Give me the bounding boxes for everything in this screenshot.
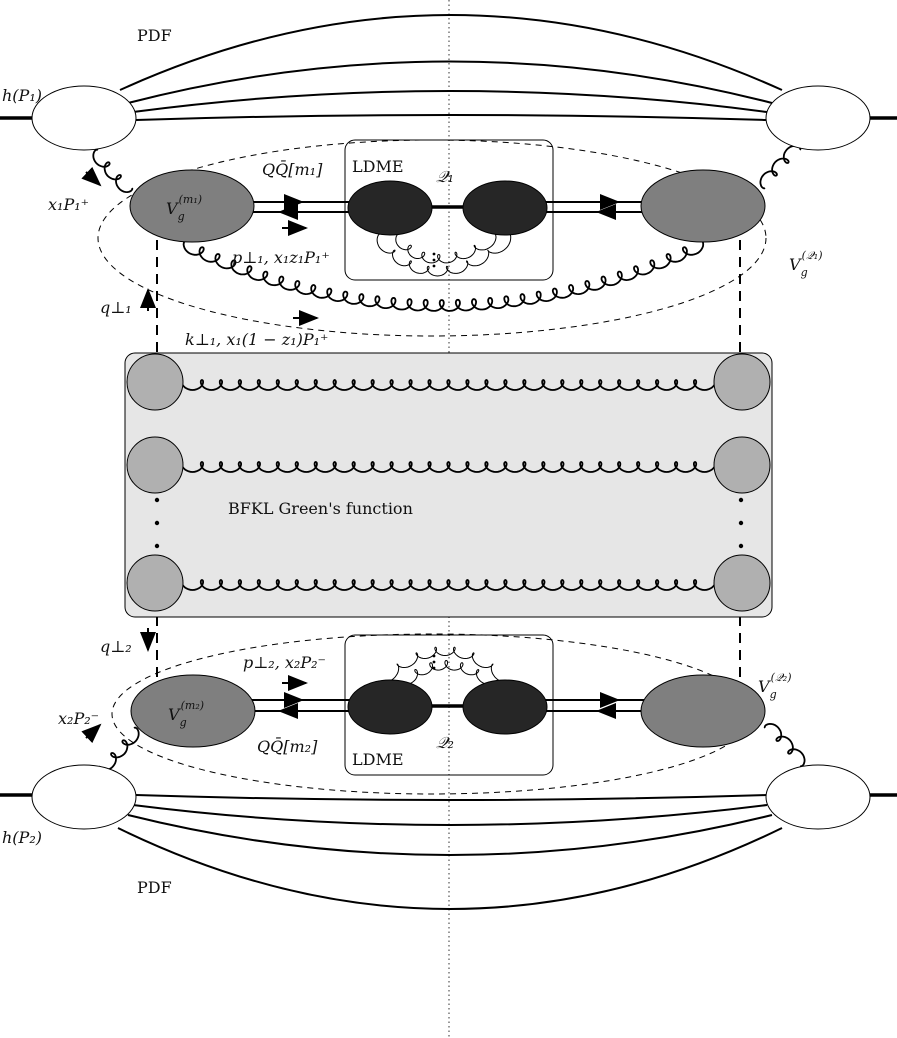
vertex-blob-bottom-right [640,674,766,748]
ldme-box-bottom [344,634,554,776]
momentum-arrows [81,166,620,744]
pdf-label-top: PDF [137,26,172,45]
t-channel-lines [156,240,741,678]
bfkl-node-1 [126,353,184,411]
bfkl-rung-gluon-3 [180,579,717,591]
vertex-blob-bottom-left [130,674,256,748]
q-perp-label-bottom: q⊥₂ [100,637,132,656]
vertex-label-left-top: Vg(m₁) [166,193,202,223]
vertex-label-left-bottom: Vg(m₂) [168,699,204,729]
quark-lines [250,201,645,712]
vertex-blob-top-right [640,169,766,243]
momentum-label-k-top: k⊥₁, x₁(1 − z₁)P₁⁺ [185,330,328,349]
bfkl-rung-gluon-1 [180,379,717,391]
bfkl-nodes [126,353,771,612]
soft-gluon-bottom-1 [399,659,496,685]
qqbar-state-bottom: QQ̄[m₂] [257,735,318,756]
gluon-momentum-top: x₁P₁⁺ [48,195,89,214]
vertex-label-right-bottom: Vg(𝒬₂) [758,671,792,701]
ldme-blob-bottom-right [462,679,548,735]
bfkl-node-6 [713,554,771,612]
soft-gluon-top-1 [395,233,497,264]
hadron-blob-top-right [765,85,871,151]
incoming-gluon-bottom-left [98,726,140,772]
vertex-label-right-top: Vg(𝒬₁) [789,249,823,279]
bfkl-label: BFKL Green's function [228,499,413,518]
ldme-blob-top-right [462,180,548,236]
gluon-lines [92,144,806,772]
bfkl-green-function-box [124,352,773,618]
incoming-gluon-top-left [92,148,134,194]
incoming-gluon-top-right [759,144,802,190]
bfkl-node-2 [126,436,184,494]
pdf-top-lines [119,14,783,121]
soft-gluon-top-2 [376,233,512,277]
bfkl-node-5 [713,436,771,494]
hadron-label-bottom: h(P₂) [2,828,42,847]
quarkonium-label-bottom: 𝒬₂ [436,733,454,752]
q-perp-label-top: q⊥₁ [100,298,132,317]
soft-gluon-bottom-2 [377,646,513,684]
hadron-blob-bottom-left [31,764,137,830]
ldme-blob-top-left [347,180,433,236]
bfkl-node-4 [713,353,771,411]
hadron-blob-top-left [31,85,137,151]
incoming-gluon-bottom-right [763,722,806,768]
gluon-momentum-bottom: x₂P₂⁻ [58,709,99,728]
quarkonium-label-top: 𝒬₁ [436,167,454,186]
ldme-box-top [344,139,554,281]
emitted-gluon-top [182,238,705,312]
ldme-label-top: LDME [352,157,404,176]
bfkl-node-3 [126,554,184,612]
vertex-blob-top-left [129,169,255,243]
bfkl-rung-gluon-2 [180,461,717,473]
pdf-label-bottom: PDF [137,878,172,897]
ellipsis-dots [154,252,744,670]
momentum-label-p-bottom: p⊥₂, x₂P₂⁻ [243,653,326,672]
qqbar-state-top: QQ̄[m₁] [262,158,323,179]
momentum-label-p-top: p⊥₁, x₁z₁P₁⁺ [232,248,330,267]
pdf-bottom-lines [117,794,783,910]
ldme-blob-bottom-left [347,679,433,735]
ldme-label-bottom: LDME [352,750,404,769]
hadron-label-top: h(P₁) [2,86,42,105]
hadron-blob-bottom-right [765,764,871,830]
